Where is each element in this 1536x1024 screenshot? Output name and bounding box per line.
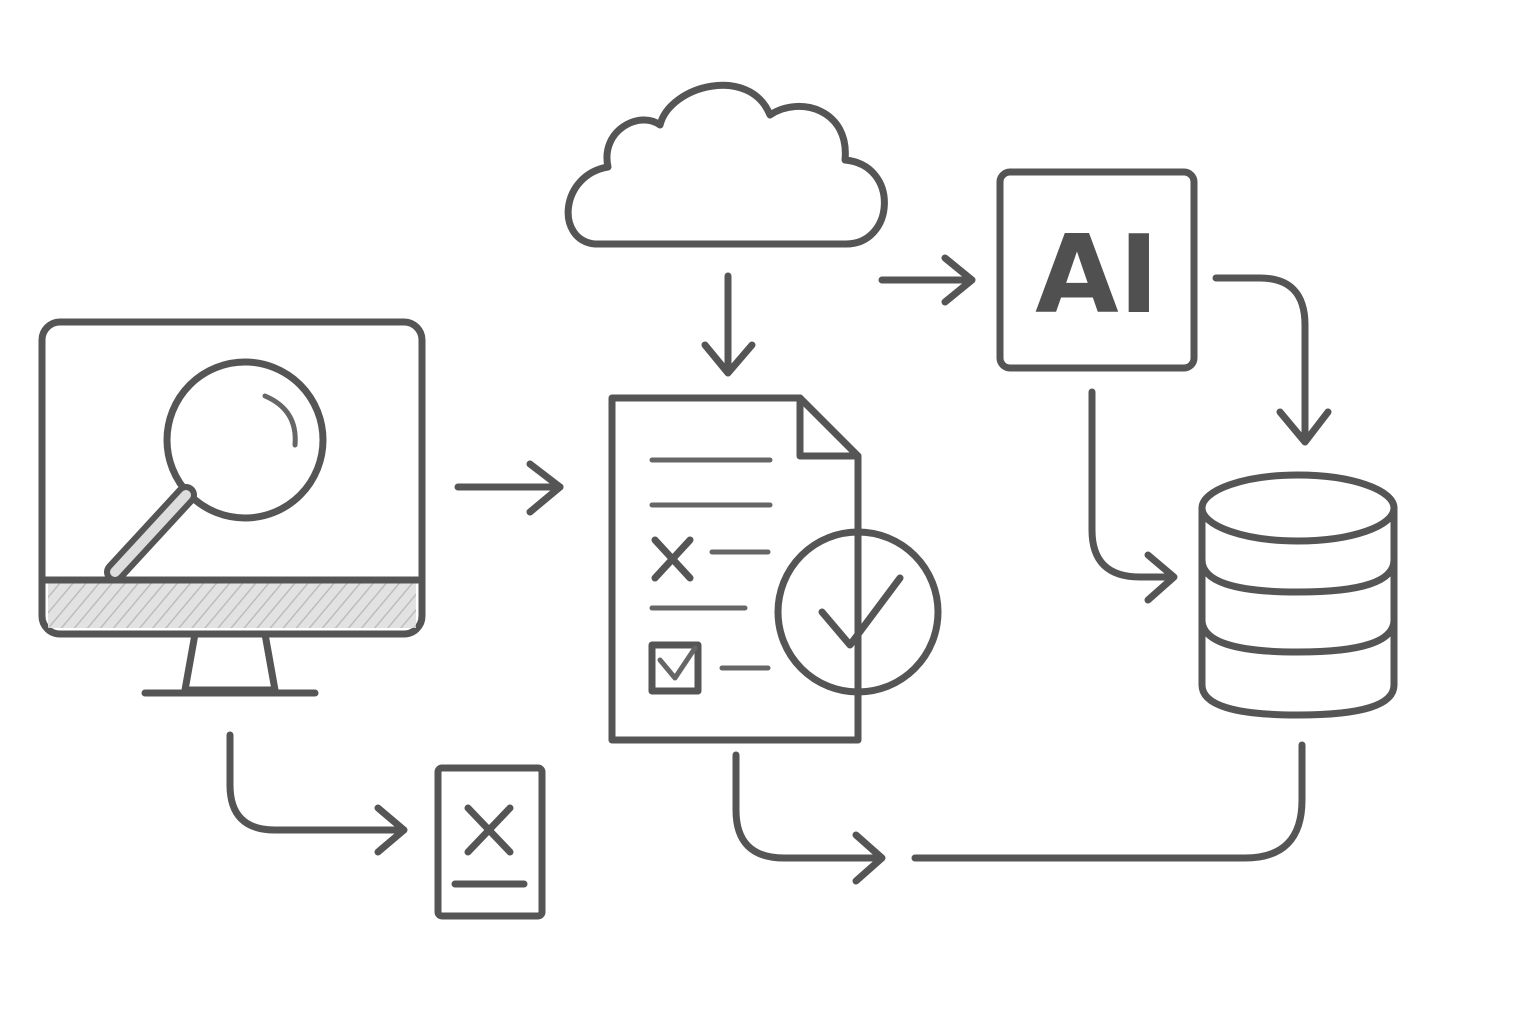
rejected-card-icon	[434, 764, 546, 920]
line-database-to-bottom	[911, 741, 1306, 862]
database-icon	[1198, 471, 1398, 719]
check-circle-icon	[774, 528, 942, 696]
ai-label: AI	[1035, 213, 1159, 338]
arrow-ai-to-database-left	[1088, 388, 1178, 604]
ai-box-icon: AI	[996, 168, 1198, 372]
arrow-cloud-to-document	[701, 272, 756, 377]
arrow-cloud-to-ai	[878, 254, 976, 306]
arrow-ai-to-database-right	[1212, 274, 1332, 446]
cloud-icon	[564, 81, 888, 248]
magnifier-icon	[104, 358, 327, 583]
checklist-document-icon	[608, 394, 862, 744]
arrow-document-to-bottom	[732, 751, 886, 885]
arrow-monitor-to-rejected	[226, 731, 408, 856]
checkbox-icon	[648, 641, 702, 695]
monitor-search-icon	[38, 318, 426, 697]
cross-mark-icon	[651, 536, 694, 582]
arrow-monitor-to-document	[454, 460, 564, 516]
